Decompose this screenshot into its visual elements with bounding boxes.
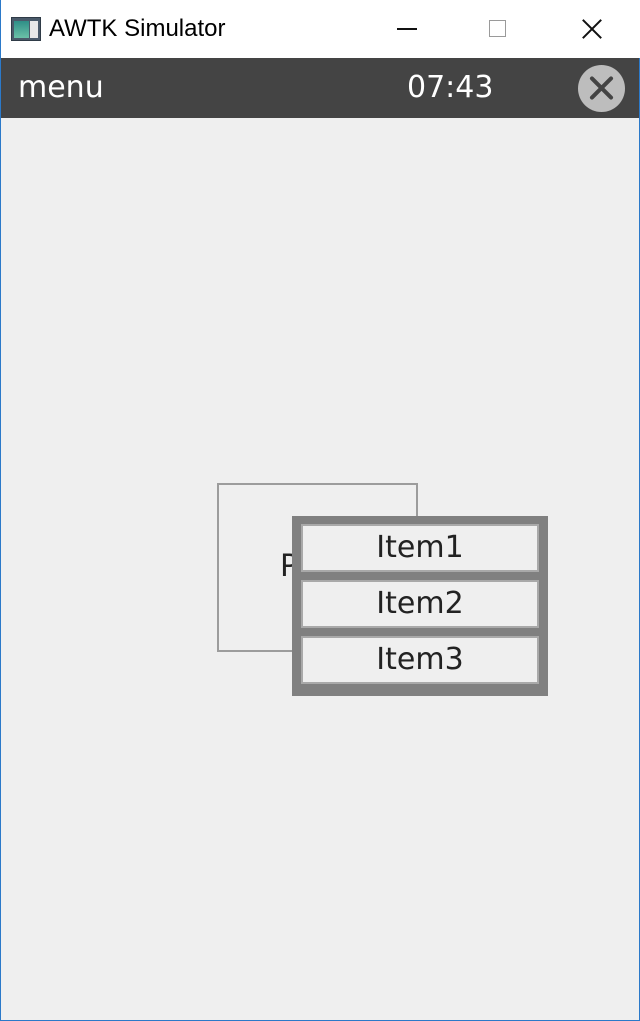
window-close-button[interactable] bbox=[545, 0, 637, 58]
app-icon-pane-left bbox=[14, 21, 29, 38]
menu-item-item1[interactable]: Item1 bbox=[301, 524, 539, 572]
close-button[interactable] bbox=[578, 65, 625, 112]
title-bar[interactable]: AWTK Simulator bbox=[1, 0, 640, 58]
maximize-icon bbox=[489, 20, 506, 37]
minimize-icon bbox=[397, 28, 417, 30]
menu-item-item2[interactable]: Item2 bbox=[301, 580, 539, 628]
app-icon-pane-right bbox=[30, 21, 38, 38]
page-title: menu bbox=[18, 70, 104, 105]
main-content: P Item1 Item2 Item3 bbox=[1, 118, 639, 1020]
app-bar: menu 07:43 bbox=[1, 58, 639, 118]
maximize-button[interactable] bbox=[453, 0, 545, 58]
minimize-button[interactable] bbox=[361, 0, 453, 58]
popup-menu: Item1 Item2 Item3 bbox=[292, 516, 548, 696]
window-title: AWTK Simulator bbox=[49, 15, 226, 42]
menu-item-item3[interactable]: Item3 bbox=[301, 636, 539, 684]
app-window-icon bbox=[11, 17, 41, 41]
clock-label: 07:43 bbox=[407, 70, 494, 105]
